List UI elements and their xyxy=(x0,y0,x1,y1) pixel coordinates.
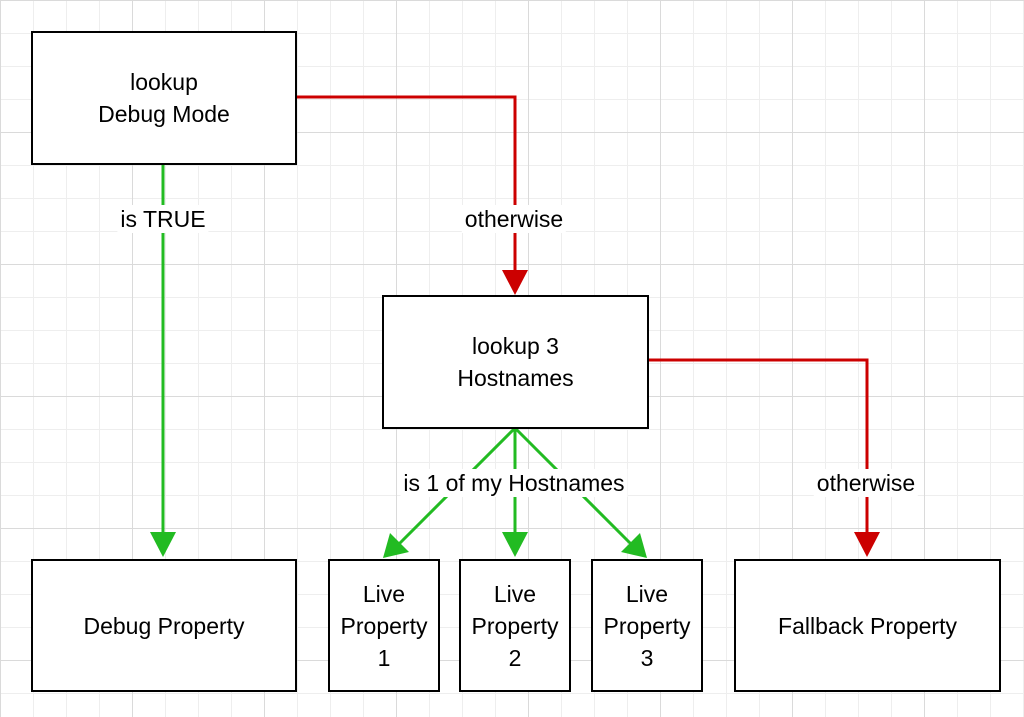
node-debug-property[interactable]: Debug Property xyxy=(31,559,297,692)
edge-label-is-1-of-my-hostnames: is 1 of my Hostnames xyxy=(400,469,628,497)
node-fallback-property[interactable]: Fallback Property xyxy=(734,559,1001,692)
edge-label-otherwise-hostnames: otherwise xyxy=(813,469,919,497)
arrowhead-lookup-hostnames xyxy=(502,270,528,295)
node-live-property-1[interactable]: Live Property 1 xyxy=(328,559,440,692)
edge-debug-otherwise xyxy=(296,95,517,278)
arrowhead-fallback-property xyxy=(854,532,880,557)
node-lookup-hostnames[interactable]: lookup 3 Hostnames xyxy=(382,295,649,429)
node-lookup-debug-mode[interactable]: lookup Debug Mode xyxy=(31,31,297,165)
arrowhead-live-1 xyxy=(383,533,409,558)
node-live-property-2[interactable]: Live Property 2 xyxy=(459,559,571,692)
arrowhead-live-2 xyxy=(502,532,528,557)
edge-label-otherwise-debug: otherwise xyxy=(461,205,567,233)
node-live-property-3[interactable]: Live Property 3 xyxy=(591,559,703,692)
arrowhead-live-3 xyxy=(621,533,647,558)
edge-label-is-true: is TRUE xyxy=(117,205,209,233)
arrowhead-debug-property xyxy=(150,532,176,557)
edge-hostname-otherwise xyxy=(648,358,869,540)
